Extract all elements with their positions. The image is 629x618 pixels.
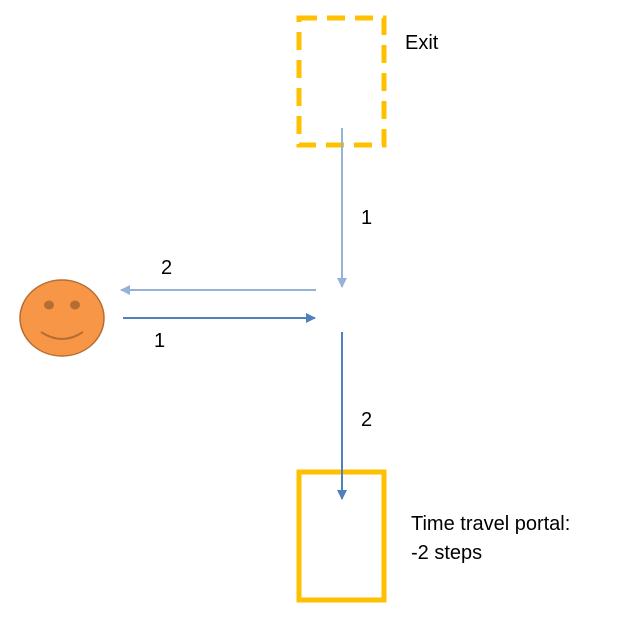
smiley-face-icon [19,279,105,357]
right-eye [70,300,80,310]
exit-box [296,15,387,148]
portal-label: Time travel portal: -2 steps [411,513,576,564]
step-label-face-to-junction: 1 [154,330,165,352]
step-label-exit-to-junction: 1 [361,207,372,229]
exit-label: Exit [405,32,439,54]
smile [40,331,84,340]
portal-label-line-1: Time travel portal: [411,513,570,535]
step-label-junction-to-face: 2 [161,257,172,279]
portal-label-line-2: -2 steps [411,542,482,564]
step-label-junction-to-portal: 2 [361,409,372,431]
left-eye [44,300,54,310]
